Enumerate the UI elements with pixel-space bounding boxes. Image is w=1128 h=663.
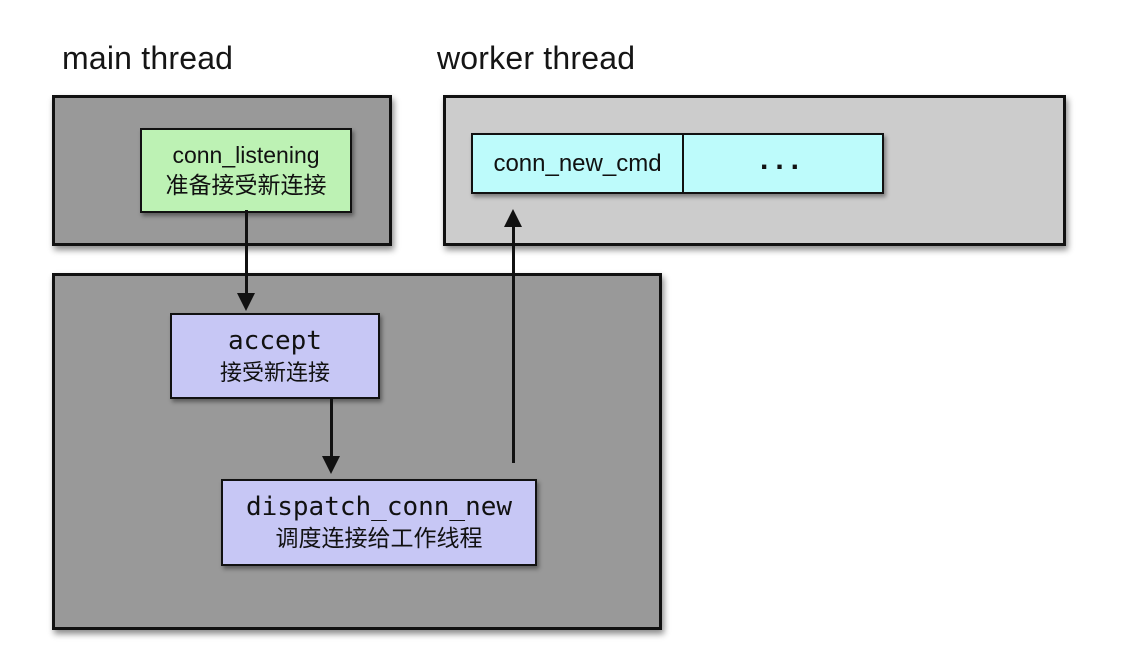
- arrow-conn-listening-to-accept-head-icon: [237, 293, 255, 311]
- conn-listening-caption: 准备接受新连接: [165, 172, 327, 199]
- dispatch-conn-new-label: dispatch_conn_new: [245, 491, 513, 522]
- accept-caption: 接受新连接: [219, 359, 330, 385]
- queue-cell-ellipsis: ...: [682, 135, 882, 192]
- accept-node: accept 接受新连接: [170, 313, 380, 399]
- arrow-accept-to-dispatch-head-icon: [322, 456, 340, 474]
- worker-thread-title: worker thread: [437, 40, 636, 76]
- accept-label: accept: [228, 325, 322, 356]
- arrow-accept-to-dispatch-line: [330, 399, 333, 458]
- arrow-dispatch-to-worker-queue-line: [512, 226, 515, 463]
- arrow-conn-listening-to-accept-line: [245, 210, 248, 295]
- dispatch-conn-new-caption: 调度连接给工作线程: [275, 525, 483, 552]
- queue-cell-conn-new-cmd: conn_new_cmd: [473, 135, 682, 192]
- queue-ellipsis-label: ...: [759, 142, 806, 176]
- conn-listening-node: conn_listening 准备接受新连接: [140, 128, 352, 213]
- arrow-dispatch-to-worker-queue-head-icon: [504, 209, 522, 227]
- dispatch-conn-new-node: dispatch_conn_new 调度连接给工作线程: [221, 479, 537, 566]
- conn-listening-label: conn_listening: [172, 142, 320, 169]
- main-thread-title: main thread: [62, 40, 234, 76]
- worker-queue: conn_new_cmd ...: [471, 133, 884, 194]
- conn-new-cmd-label: conn_new_cmd: [493, 149, 662, 177]
